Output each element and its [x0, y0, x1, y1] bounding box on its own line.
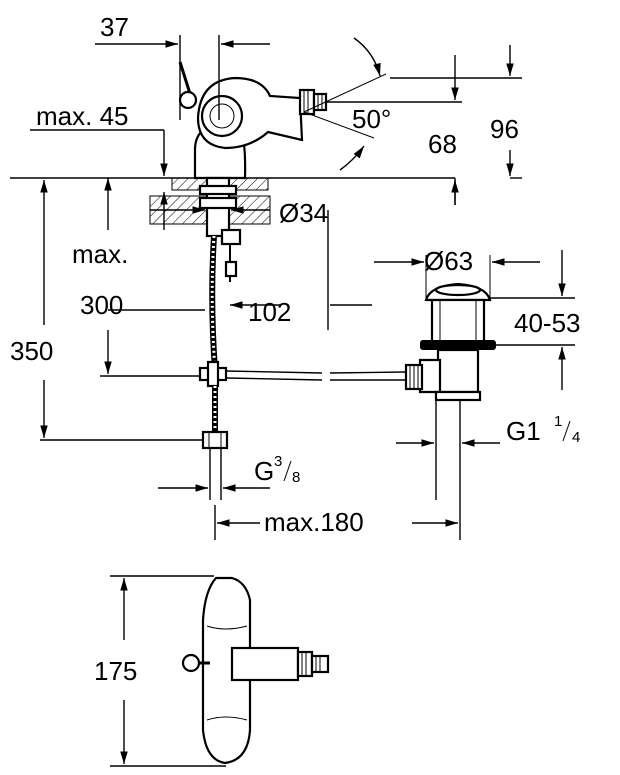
dim-max: max. [72, 239, 128, 269]
mixer-side-view [100, 61, 406, 500]
dim-g1-quarter: G1 1 4 [506, 413, 580, 446]
svg-text:4: 4 [572, 429, 580, 446]
dim-angle-50: 50° [352, 104, 391, 134]
svg-text:1: 1 [554, 413, 562, 430]
dim-40-53: 40-53 [514, 308, 581, 338]
dim-dia-63: Ø63 [424, 246, 473, 276]
dim-175: 175 [94, 656, 137, 686]
dim-max-180: max.180 [264, 507, 364, 537]
mixer-top-view [181, 576, 330, 765]
dimension-labels: 37 max. 45 50° 68 96 Ø34 max. 300 102 35… [10, 12, 581, 686]
dim-102: 102 [248, 297, 291, 327]
dim-68: 68 [428, 129, 457, 159]
dim-300: 300 [80, 290, 123, 320]
dimension-lines [30, 35, 575, 767]
svg-text:8: 8 [292, 469, 300, 486]
dim-max-45: max. 45 [36, 101, 129, 131]
svg-text:G1: G1 [506, 416, 541, 446]
svg-text:G: G [254, 456, 274, 486]
svg-text:3: 3 [274, 453, 282, 470]
dim-dia-34: Ø34 [279, 198, 328, 228]
dim-96: 96 [490, 114, 519, 144]
dim-37: 37 [100, 12, 129, 42]
dim-350: 350 [10, 336, 53, 366]
popup-waste [404, 282, 496, 540]
dim-g-three-eighths: G 3 8 [254, 453, 300, 486]
